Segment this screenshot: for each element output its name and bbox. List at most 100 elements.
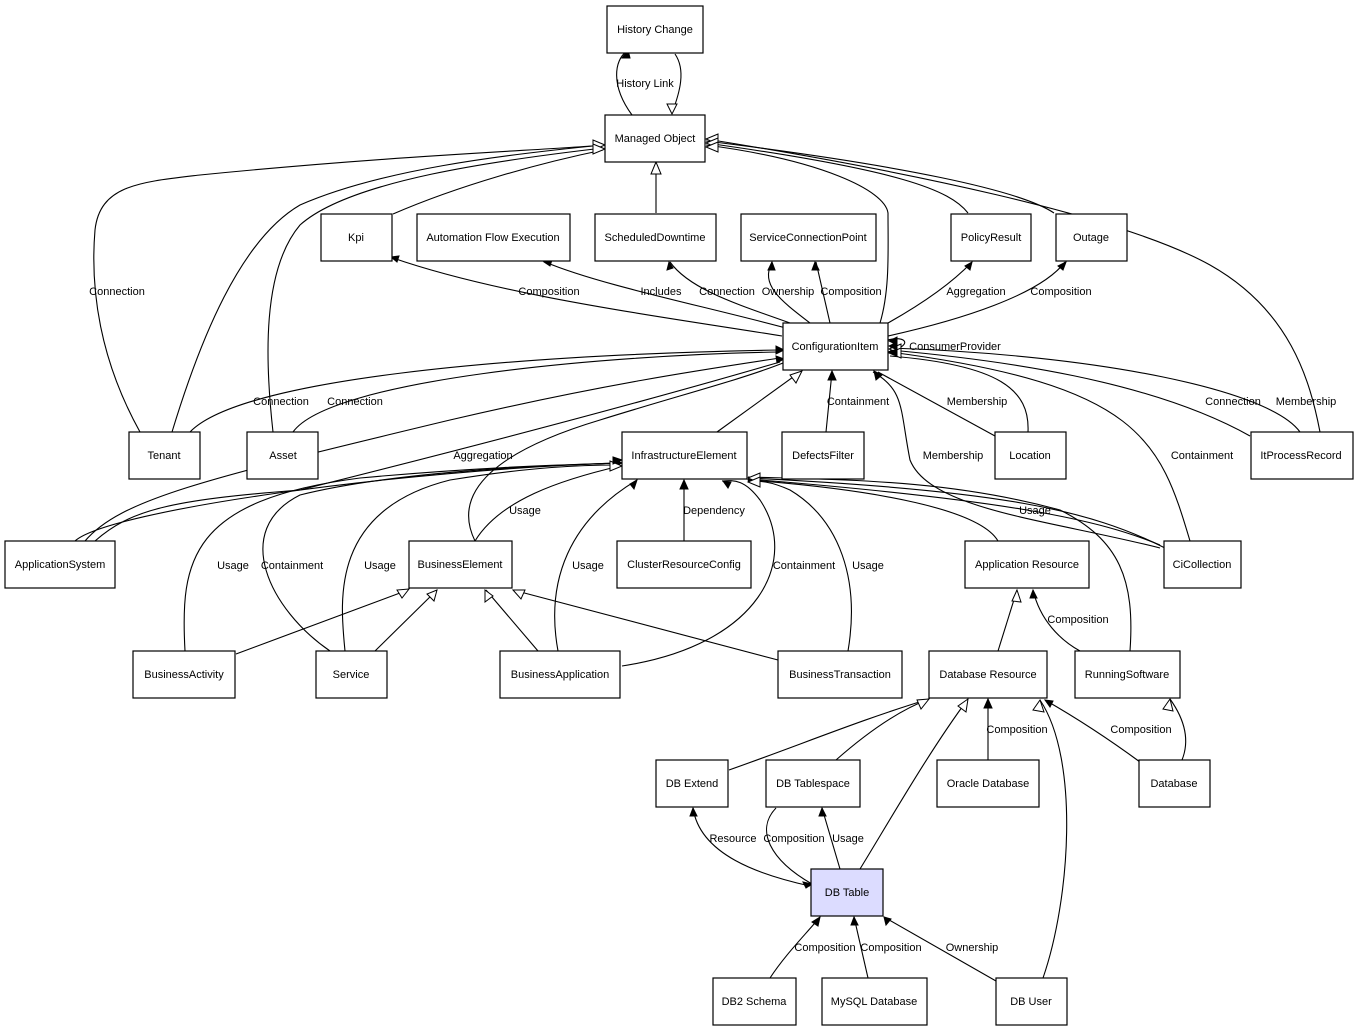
node-defects-filter[interactable]: DefectsFilter — [781, 431, 865, 480]
node-label: RunningSoftware — [1085, 669, 1169, 681]
edge-label-consumer-provider: ConsumerProvider — [909, 341, 1001, 353]
edge-cic-ie2 — [747, 477, 1166, 549]
edge-label-connection: Connection — [327, 396, 383, 408]
arrowheads — [389, 48, 1174, 927]
edge-loc-ci — [877, 371, 996, 437]
node-infrastructure-element[interactable]: InfrastructureElement — [621, 431, 748, 480]
association-arrow-icon — [1043, 699, 1054, 708]
node-history-change[interactable]: History Change — [606, 5, 704, 54]
node-label: Kpi — [348, 232, 364, 244]
node-service-connection-point[interactable]: ServiceConnectionPoint — [740, 213, 877, 262]
association-arrow-icon — [964, 260, 973, 271]
edge-bapp-be — [485, 589, 539, 652]
edge-ci-sd — [669, 261, 791, 324]
node-db2-schema[interactable]: DB2 Schema — [712, 977, 797, 1026]
node-label: DB User — [1010, 996, 1052, 1008]
node-db-user[interactable]: DB User — [995, 977, 1068, 1026]
edge-dbuser-dbtable — [883, 916, 997, 982]
node-automation-flow-execution[interactable]: Automation Flow Execution — [416, 213, 571, 262]
node-oracle-database[interactable]: Oracle Database — [936, 759, 1040, 808]
edge-svc-be — [374, 589, 438, 652]
edge-df-ci — [825, 371, 833, 433]
node-database[interactable]: Database — [1138, 759, 1211, 808]
edge-ci-afe — [544, 261, 787, 329]
generalization-arrow-icon — [484, 589, 494, 603]
association-arrow-icon — [775, 355, 786, 364]
node-label: Database — [1150, 778, 1197, 790]
edge-dbtable-dbts-usage — [821, 807, 841, 870]
edge-label-containment: Containment — [827, 396, 889, 408]
node-policy-result[interactable]: PolicyResult — [950, 213, 1032, 262]
node-db-tablespace[interactable]: DB Tablespace — [765, 759, 861, 808]
edge-label-membership: Membership — [947, 396, 1008, 408]
node-mysql-database[interactable]: MySQL Database — [821, 977, 928, 1026]
node-application-resource[interactable]: Application Resource — [964, 540, 1090, 589]
association-arrow-icon — [818, 806, 827, 817]
node-asset[interactable]: Asset — [246, 431, 319, 480]
node-business-element[interactable]: BusinessElement — [408, 540, 513, 589]
edge-bact-be — [235, 589, 409, 655]
edge-label-resource: Resource — [709, 833, 756, 845]
association-arrow-icon — [666, 260, 674, 271]
edge-label-composition: Composition — [860, 942, 921, 954]
edge-loc-ci2 — [889, 355, 1029, 433]
node-business-activity[interactable]: BusinessActivity — [132, 650, 236, 699]
edge-be-ie — [474, 465, 621, 542]
edge-label-connection: Connection — [699, 286, 755, 298]
edge-label-usage: Usage — [509, 505, 541, 517]
node-label: DB Extend — [666, 778, 719, 790]
node-cluster-resource-config[interactable]: ClusterResourceConfig — [616, 540, 752, 589]
node-location[interactable]: Location — [994, 431, 1067, 480]
node-business-transaction[interactable]: BusinessTransaction — [777, 650, 903, 699]
node-label: Service — [333, 669, 370, 681]
node-database-resource[interactable]: Database Resource — [928, 650, 1048, 699]
generalization-arrow-icon — [1162, 697, 1174, 712]
edge-dbtable-dbextend — [692, 807, 811, 887]
node-label: Outage — [1073, 232, 1109, 244]
edge-kpi-mo — [392, 149, 604, 215]
edge-label-composition: Composition — [1110, 724, 1171, 736]
node-tenant[interactable]: Tenant — [128, 431, 201, 480]
edge-ci-scp-comp — [815, 261, 831, 324]
node-running-software[interactable]: RunningSoftware — [1074, 650, 1181, 699]
edge-cic-ie — [747, 478, 1161, 546]
edge-label-connection: Connection — [1205, 396, 1261, 408]
edge-tenant-mo-connection — [93, 144, 604, 433]
node-label: ScheduledDowntime — [605, 232, 706, 244]
node-label: Asset — [269, 450, 297, 462]
node-label: BusinessActivity — [144, 669, 224, 681]
node-managed-object[interactable]: Managed Object — [604, 114, 706, 163]
node-kpi[interactable]: Kpi — [320, 213, 393, 262]
edge-label-usage: Usage — [364, 560, 396, 572]
edge-label-composition: Composition — [820, 286, 881, 298]
association-arrow-icon — [887, 348, 898, 357]
edge-dbts-dbr — [835, 698, 930, 761]
edge-itpr-mo — [705, 138, 1321, 433]
node-db-extend[interactable]: DB Extend — [655, 759, 729, 808]
node-label: Oracle Database — [947, 778, 1030, 790]
node-label: History Change — [617, 24, 693, 36]
node-scheduled-downtime[interactable]: ScheduledDowntime — [594, 213, 717, 262]
generalization-arrow-icon — [592, 143, 607, 155]
node-configuration-item[interactable]: ConfigurationItem — [782, 322, 889, 371]
edge-ci-outage — [887, 261, 1066, 337]
node-db-table[interactable]: DB Table — [810, 868, 884, 917]
node-application-system[interactable]: ApplicationSystem — [4, 540, 116, 589]
edge-outage-mo — [705, 140, 1055, 214]
edge-svc-ie-usage — [341, 464, 621, 652]
node-service[interactable]: Service — [315, 650, 388, 699]
node-business-application[interactable]: BusinessApplication — [499, 650, 621, 699]
node-ci-collection[interactable]: CiCollection — [1163, 540, 1242, 589]
association-arrow-icon — [689, 806, 698, 817]
edge-be-ci — [468, 362, 784, 542]
edge-ar-ie — [747, 479, 999, 542]
edge-cic-ci-cont — [889, 351, 1191, 542]
edge-svc-ie-cont — [262, 462, 621, 652]
edge-label-aggregation: Aggregation — [946, 286, 1005, 298]
node-it-process-record[interactable]: ItProcessRecord — [1250, 431, 1354, 480]
edge-label-connection: Connection — [253, 396, 309, 408]
association-arrow-icon — [629, 478, 638, 491]
node-label: ApplicationSystem — [15, 559, 106, 571]
association-arrow-icon — [873, 370, 883, 381]
node-outage[interactable]: Outage — [1055, 213, 1128, 262]
